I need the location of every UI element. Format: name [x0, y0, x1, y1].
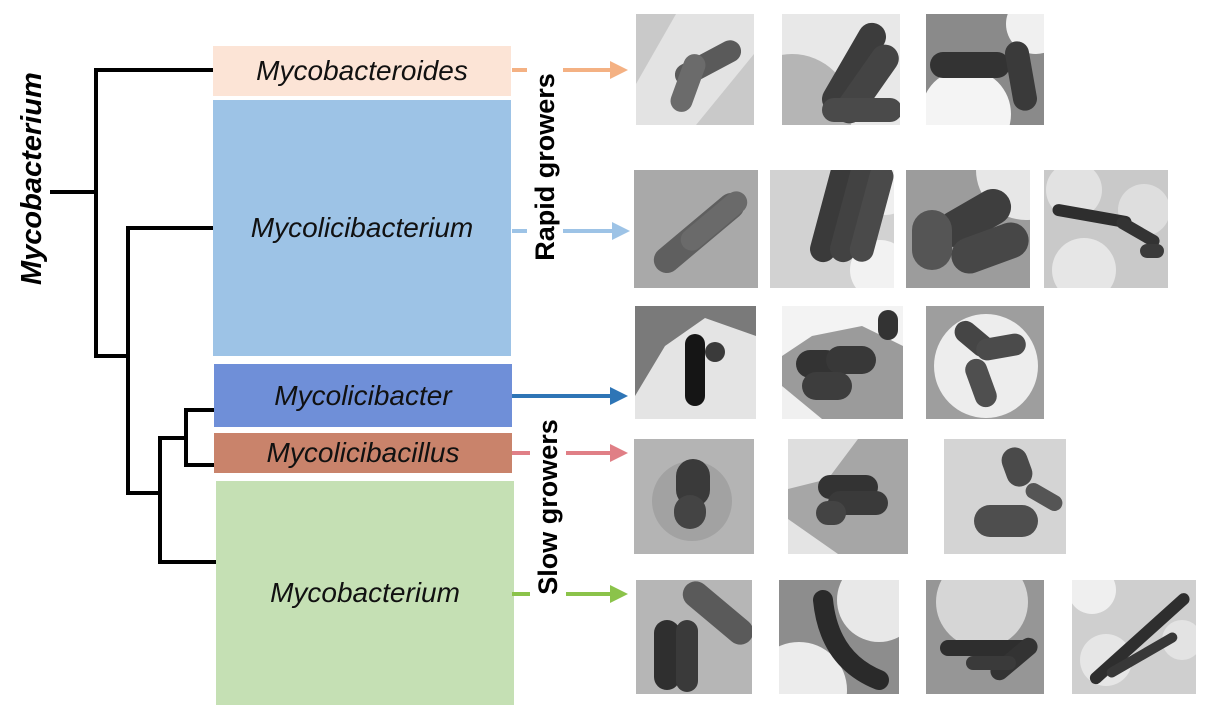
micrograph-mycolicibacterium-1 — [634, 170, 758, 288]
micrograph-mycolicibacter-1 — [635, 306, 756, 419]
rapid-growers-label: Rapid growers — [530, 73, 560, 261]
genus-box-mycobacterium: Mycobacterium — [216, 481, 514, 705]
genus-box-mycolicibacter: Mycolicibacter — [214, 364, 512, 427]
micrograph-mycolicibacterium-4 — [1044, 170, 1168, 288]
micrograph-mycolicibacterium-2 — [770, 170, 894, 288]
genus-label-mycolicibacter: Mycolicibacter — [274, 379, 452, 411]
micrograph-mycolicibacterium-3 — [906, 170, 1030, 288]
micrograph-mycolicibacillus-3 — [944, 439, 1066, 554]
genus-box-mycobacteroides: Mycobacteroides — [213, 46, 511, 96]
micrograph-mycobacteroides-3 — [926, 14, 1044, 125]
genus-label-mycolicibacillus: Mycolicibacillus — [266, 437, 460, 468]
genus-box-mycolicibacillus: Mycolicibacillus — [214, 433, 512, 473]
genus-label-mycobacteroides: Mycobacteroides — [256, 55, 468, 86]
genus-box-mycolicibacterium: Mycolicibacterium — [213, 100, 511, 356]
genus-label-mycobacterium: Mycobacterium — [270, 577, 460, 608]
micrograph-mycobacterium-2 — [779, 580, 899, 694]
micrograph-mycobacterium-4 — [1072, 580, 1196, 694]
micrograph-mycobacterium-3 — [926, 580, 1044, 694]
arrow-mycolicibacter — [512, 387, 628, 405]
genus-label-mycolicibacterium: Mycolicibacterium — [250, 212, 474, 243]
micrograph-mycolicibacter-2 — [782, 306, 903, 419]
rapid-growers-label-bg — [527, 60, 563, 275]
micrograph-mycolicibacter-3 — [926, 306, 1044, 419]
micrograph-mycobacteroides-2 — [782, 14, 900, 125]
slow-growers-label: Slow growers — [533, 419, 563, 595]
micrograph-mycobacteroides-1 — [636, 14, 754, 125]
micrograph-mycolicibacillus-2 — [788, 439, 908, 554]
micrograph-mycolicibacillus-1 — [634, 439, 754, 554]
micrograph-mycobacterium-1 — [636, 580, 752, 694]
slow-growers-label-bg — [530, 408, 566, 606]
